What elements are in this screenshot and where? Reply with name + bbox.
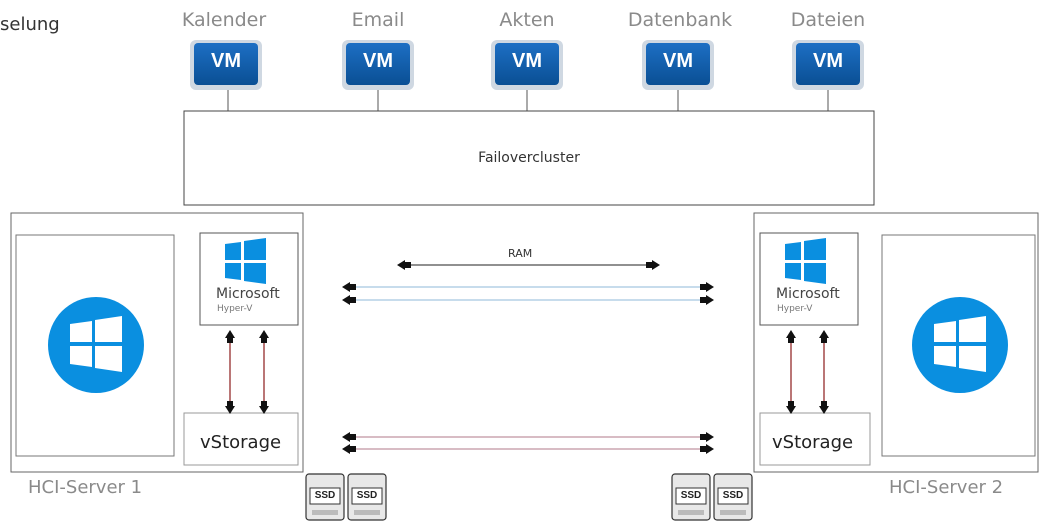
ssd-label: SSD: [356, 490, 378, 501]
server2-label: HCI-Server 2: [889, 477, 1004, 498]
vm-label-email: Email: [351, 9, 405, 31]
storage-sync-arrow: [342, 444, 714, 454]
windows-flag-icon: [225, 238, 266, 284]
vm-badge-text: VM: [663, 50, 693, 72]
windows-logo-icon: [912, 297, 1008, 393]
ram-label: RAM: [508, 247, 533, 260]
vm-label-datenbank: Datenbank: [627, 9, 733, 31]
vm-badge-text: VM: [363, 50, 393, 72]
vm-icon: [190, 40, 262, 90]
ssd-icon: [305, 473, 345, 521]
ssd-label: SSD: [722, 490, 744, 501]
vm-icon: [491, 40, 563, 90]
vm-label-kalender: Kalender: [181, 9, 267, 31]
windows-logo-icon: [48, 297, 144, 393]
hyperv-storage-link: [225, 330, 269, 414]
title-fragment: selung: [0, 14, 60, 35]
server2-vstorage-label: vStorage: [772, 432, 854, 453]
windows-flag-icon: [785, 238, 826, 284]
network-arrow: [342, 295, 714, 305]
server2-microsoft-label: Microsoft: [776, 286, 840, 302]
server1-microsoft-label: Microsoft: [216, 286, 280, 302]
network-arrow: [342, 282, 714, 292]
server2-hyperv-label: Hyper-V: [777, 304, 813, 314]
ssd-label: SSD: [314, 490, 336, 501]
server1-label: HCI-Server 1: [28, 477, 143, 498]
ssd-label: SSD: [680, 490, 702, 501]
failover-cluster-box: [183, 110, 875, 206]
vm-badge-text: VM: [813, 50, 843, 72]
hyperv-storage-link: [786, 330, 829, 414]
ssd-icon: [347, 473, 387, 521]
server1-storage-box: [183, 412, 299, 466]
vm-label-akten: Akten: [499, 9, 555, 31]
vm-badge-text: VM: [211, 50, 241, 72]
vm-label-dateien: Dateien: [790, 9, 866, 31]
vm-icon: [792, 40, 864, 90]
ssd-icon: [713, 473, 753, 521]
storage-sync-arrow: [342, 432, 714, 442]
vm-badge-text: VM: [512, 50, 542, 72]
failover-cluster-label: Failovercluster: [478, 150, 580, 166]
server1-vstorage-label: vStorage: [200, 432, 282, 453]
vm-icon: [642, 40, 714, 90]
ssd-icon: [671, 473, 711, 521]
server1-hyperv-label: Hyper-V: [217, 304, 253, 314]
vm-icon: [342, 40, 414, 90]
ram-arrow: [397, 260, 660, 270]
vm-connectors: [227, 90, 829, 111]
server2-storage-box: [759, 412, 871, 466]
